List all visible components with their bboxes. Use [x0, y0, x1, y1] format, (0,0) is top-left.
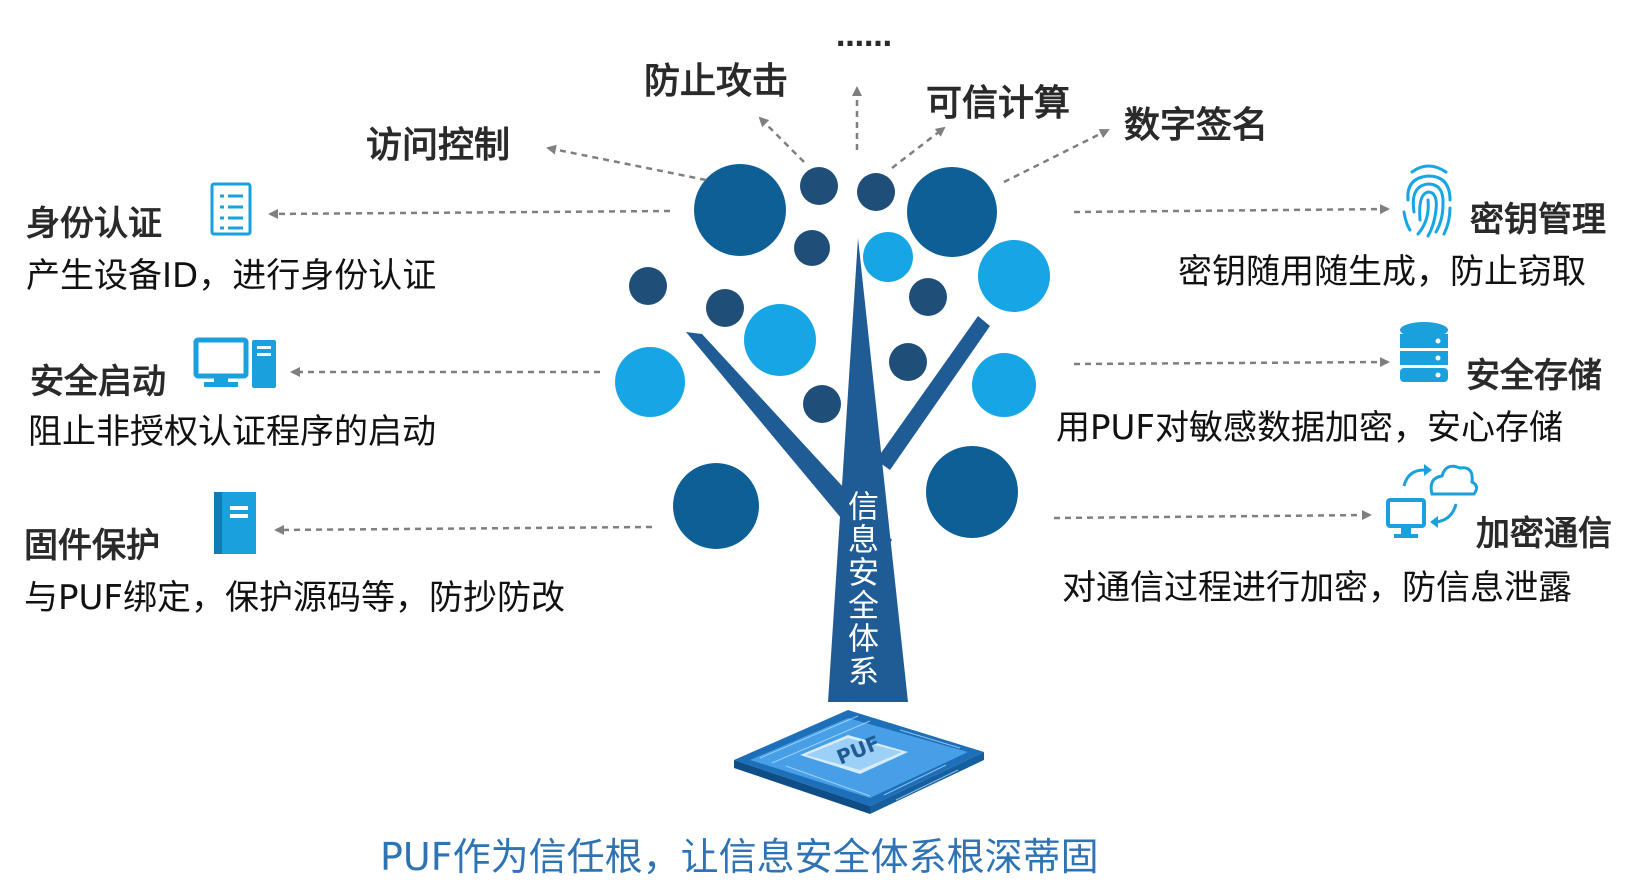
arrow-access-control	[546, 144, 707, 182]
firmware-title: 固件保护	[24, 526, 160, 566]
document-list-icon	[210, 182, 252, 236]
firmware-desc: 与PUF绑定，保护源码等，防抄防改	[24, 578, 565, 618]
label-digital-signature: 数字签名	[1124, 105, 1269, 146]
arrow-digital-signature	[1003, 128, 1110, 184]
arrows	[268, 86, 1390, 535]
arrow-prevent-attack	[758, 116, 805, 163]
storage-desc: 用PUF对敏感数据加密，安心存储	[1056, 408, 1563, 448]
trunk-label: 信息安全体系	[842, 490, 878, 688]
puf-chip	[734, 710, 984, 814]
label-trusted-computing: 可信计算	[926, 83, 1071, 124]
secure-boot-desc: 阻止非授权认证程序的启动	[28, 412, 436, 452]
arrow-firmware	[274, 524, 653, 535]
arrow-comm	[1053, 510, 1372, 521]
label-ellipsis: ……	[836, 20, 892, 53]
identity-desc: 产生设备ID，进行身份认证	[26, 256, 437, 296]
comm-desc: 对通信过程进行加密，防信息泄露	[1062, 568, 1572, 608]
label-access-control: 访问控制	[366, 125, 511, 166]
arrow-storage	[1073, 357, 1390, 368]
key-mgmt-desc: 密钥随用随生成，防止窃取	[1178, 252, 1586, 292]
cloud-sync-icon	[1386, 464, 1479, 538]
key-mgmt-title: 密钥管理	[1470, 200, 1606, 240]
tree-trunk	[686, 238, 990, 702]
arrow-key-mgmt	[1073, 204, 1390, 215]
book-icon	[214, 492, 256, 554]
caption: PUF作为信任根，让信息安全体系根深蒂固	[380, 835, 1099, 879]
comm-title: 加密通信	[1476, 514, 1612, 554]
tree-leaves	[615, 164, 1050, 549]
identity-title: 身份认证	[26, 204, 162, 244]
computer-icon	[193, 337, 276, 388]
secure-boot-title: 安全启动	[30, 362, 166, 402]
fingerprint-icon	[1402, 164, 1452, 238]
label-prevent-attack: 防止攻击	[644, 61, 789, 102]
arrow-identity	[268, 208, 671, 219]
database-icon	[1400, 322, 1448, 382]
arrow-trusted-computing	[891, 126, 946, 169]
storage-title: 安全存储	[1466, 356, 1602, 396]
